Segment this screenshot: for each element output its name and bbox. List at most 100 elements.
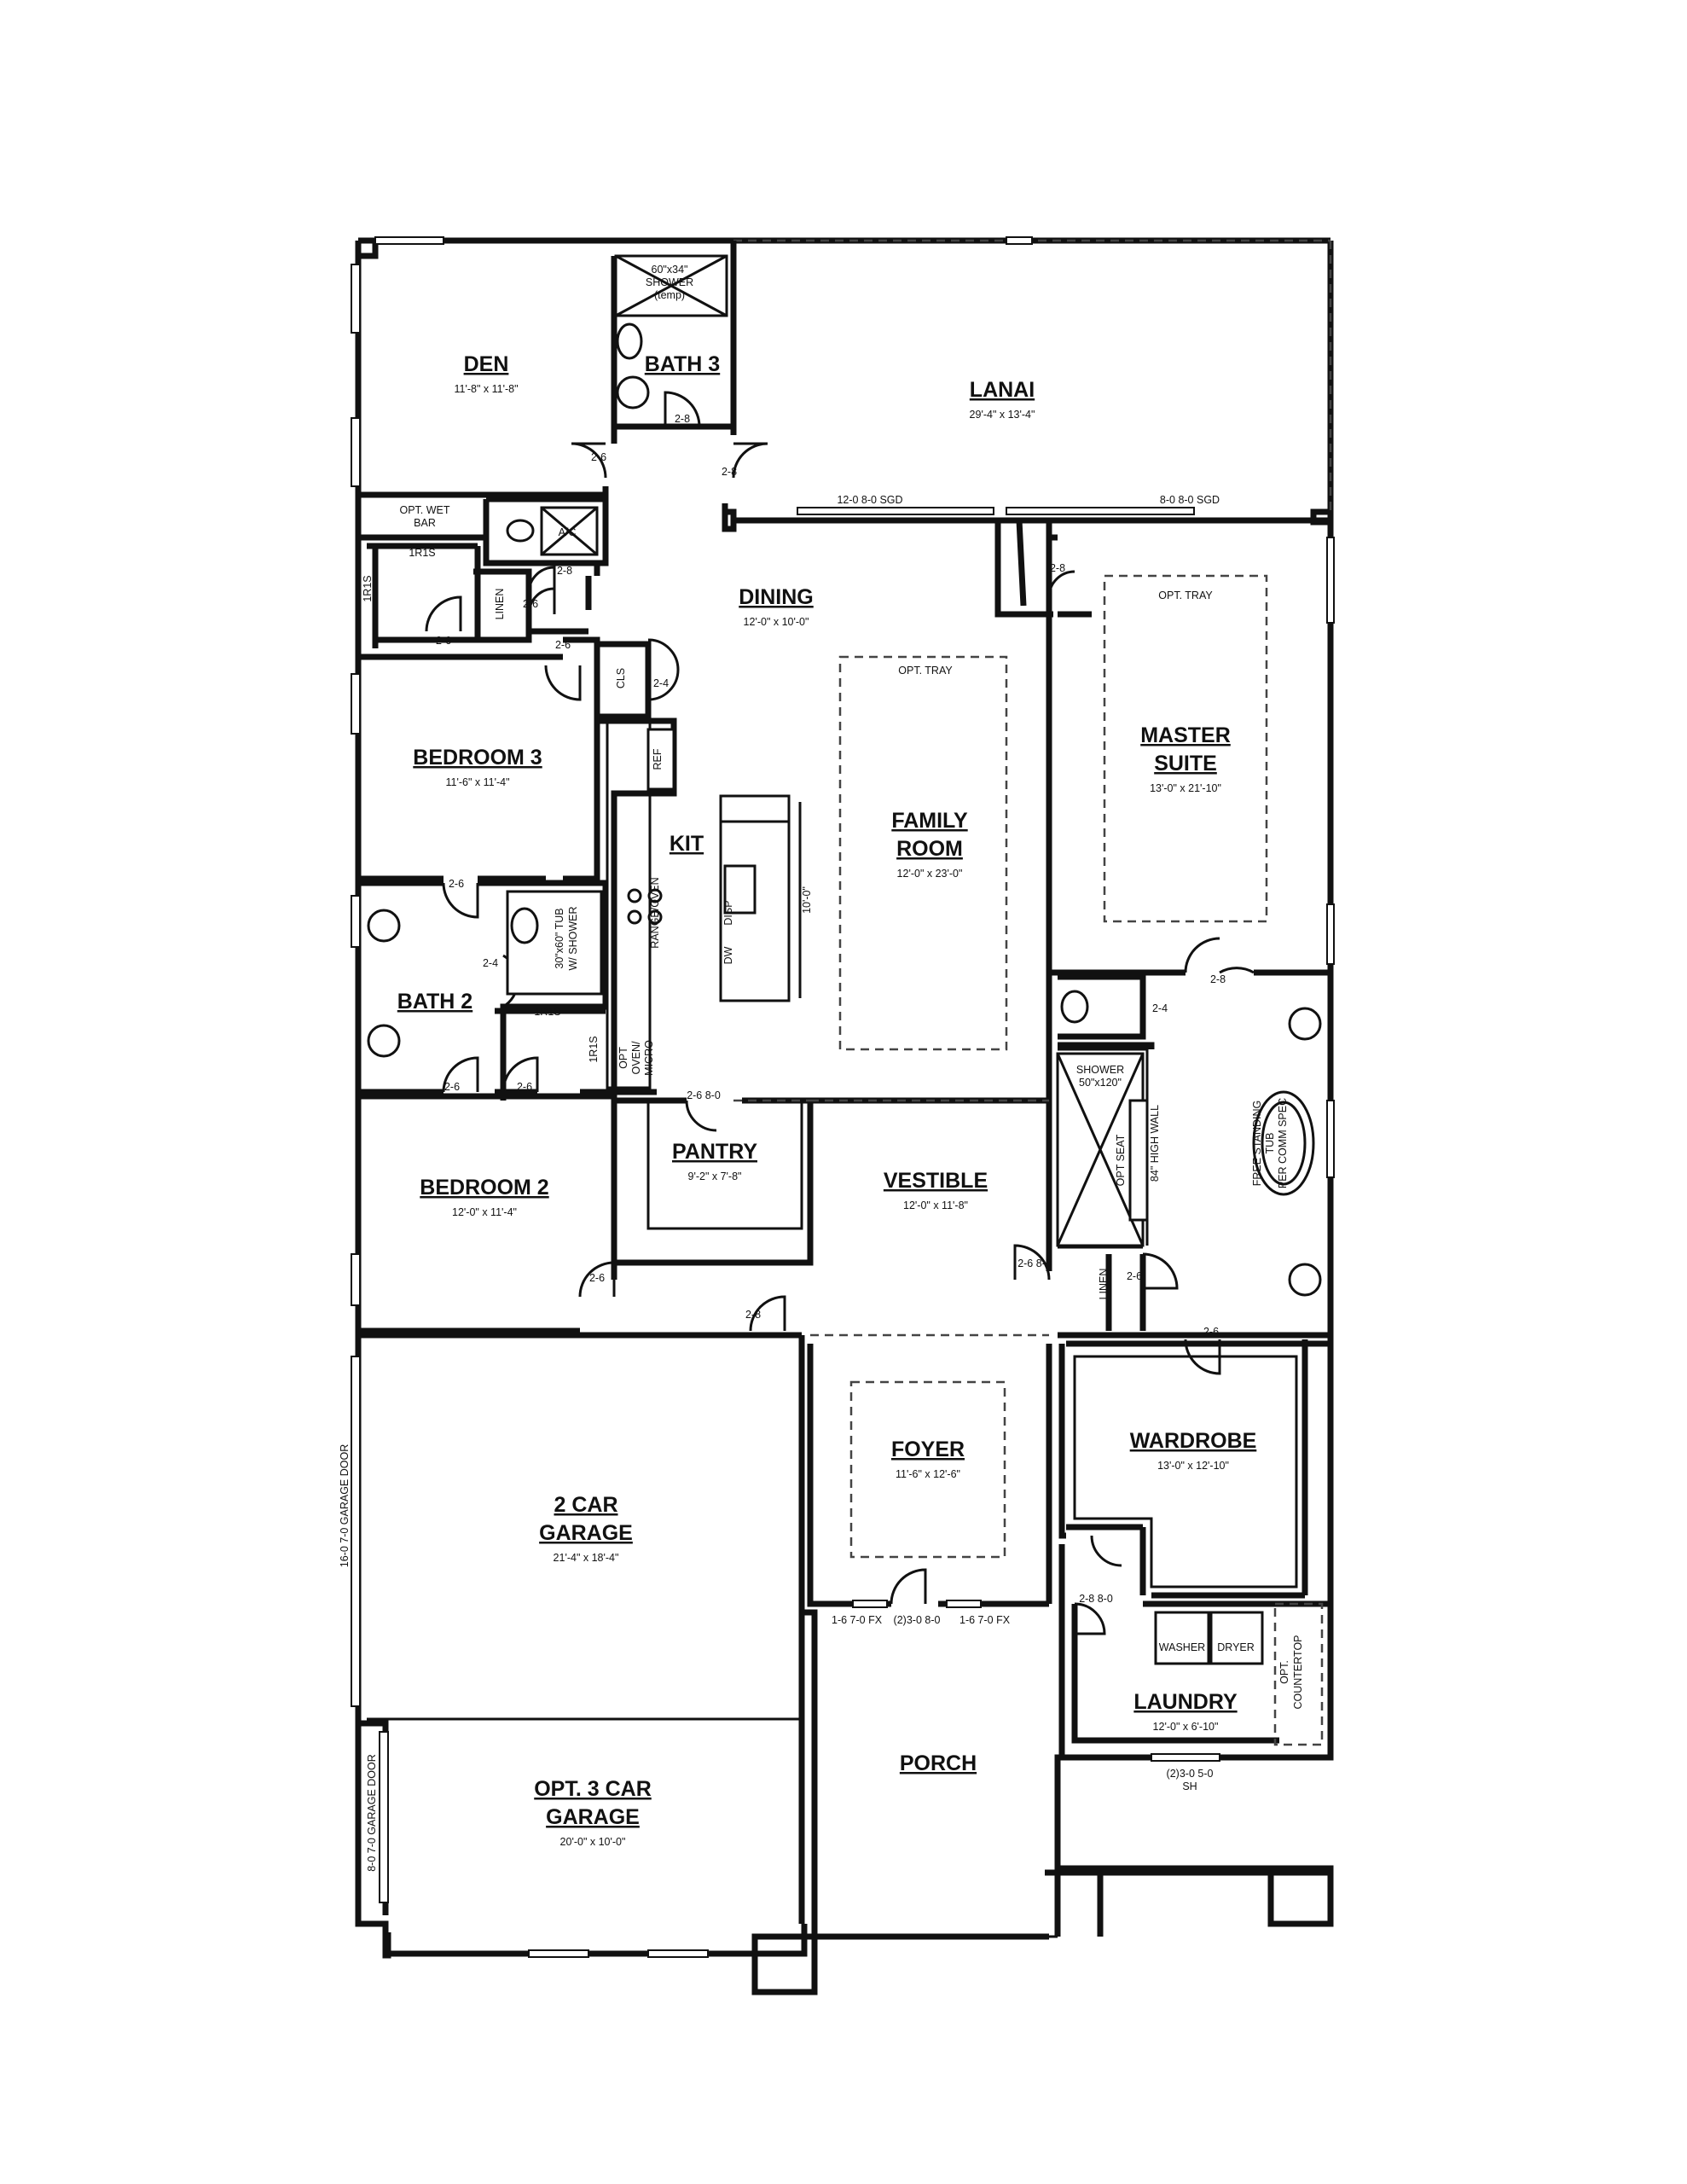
tub-bath2-2: W/ SHOWER — [567, 907, 579, 971]
door-cls: 2-4 — [653, 677, 669, 689]
master-name-1: MASTER — [1140, 723, 1231, 747]
dryer-label: DRYER — [1217, 1641, 1255, 1653]
master-dim: 13'-0" x 21'-10" — [1150, 782, 1221, 794]
room-labels: DEN 11'-8" x 11'-8" BATH 3 LANAI 29'-4" … — [397, 352, 1257, 1848]
door-master-bath: 2-8 — [1210, 973, 1226, 985]
shower-master-1: SHOWER — [1076, 1064, 1124, 1076]
wardrobe-dim: 13'-0" x 12'-10" — [1157, 1460, 1229, 1472]
oven-micro-1: OPT — [617, 1047, 629, 1069]
cls-label: CLS — [615, 668, 627, 688]
ac-label: A/C — [559, 526, 577, 538]
opt-tray-family: OPT. TRAY — [898, 665, 953, 677]
laundry-name: LAUNDRY — [1133, 1690, 1238, 1714]
door-bed2-a: 2-6 — [444, 1081, 460, 1093]
r1s-bath2-v: 1R1S — [588, 1036, 600, 1062]
lanai-dim: 29'-4" x 13'-4" — [970, 409, 1035, 421]
island-dim: 10'-0" — [801, 886, 813, 914]
door-den: 2-6 — [591, 451, 606, 463]
garage-door-opt: 8-0 7-0 GARAGE DOOR — [366, 1754, 378, 1872]
door-bed2: 2-6 — [589, 1272, 605, 1284]
door-garage: 2-8 — [745, 1309, 761, 1321]
door-bed3: 2-6 — [555, 639, 571, 651]
dashed-zones — [838, 574, 1324, 1746]
r1s-bath2: 1R1S — [534, 1006, 560, 1018]
opt-countertop-2: COUNTERTOP — [1292, 1635, 1304, 1709]
shower3-note-3: (temp) — [654, 289, 685, 301]
oven-micro-3: MICRO — [643, 1040, 655, 1076]
disp-label: DISP — [722, 900, 734, 925]
vestible-name: VESTIBLE — [884, 1169, 988, 1193]
laundry-window-1: (2)3-0 5-0 — [1167, 1768, 1214, 1780]
garage2-name-1: 2 CAR — [554, 1493, 617, 1517]
door-linen-1: 2-8 — [557, 565, 572, 577]
annotations: 60"x34" SHOWER (temp) 2-8 2-6 2-8 12-0 8… — [339, 264, 1304, 1872]
opt-seat: OPT SEAT — [1115, 1134, 1127, 1186]
wardrobe-name: WARDROBE — [1130, 1429, 1257, 1453]
foyer-name: FOYER — [891, 1438, 965, 1461]
family-name-1: FAMILY — [891, 809, 968, 833]
door-bed3-closet: 2-6 — [436, 635, 451, 647]
shower3-note-1: 60"x34" — [652, 264, 688, 276]
garage2-dim: 21'-4" x 18'-4" — [554, 1552, 619, 1564]
den-name: DEN — [464, 352, 509, 376]
shower3-note-2: SHOWER — [646, 276, 693, 288]
door-lanai: 2-8 — [722, 466, 737, 478]
bedroom2-dim: 12'-0" x 11'-4" — [452, 1206, 517, 1218]
pantry-dim: 9'-2" x 7'-8" — [688, 1170, 742, 1182]
garage3-name-1: OPT. 3 CAR — [534, 1777, 652, 1801]
garage3-dim: 20'-0" x 10'-0" — [560, 1836, 626, 1848]
door-linen-master: 2-6 — [1127, 1270, 1142, 1282]
door-bath3: 2-8 — [675, 413, 690, 425]
fixtures — [367, 254, 1322, 1665]
bath2-name: BATH 2 — [397, 990, 472, 1014]
laundry-dim: 12'-0" x 6'-10" — [1153, 1721, 1219, 1733]
front-door: (2)3-0 8-0 — [894, 1614, 941, 1626]
family-dim: 12'-0" x 23'-0" — [897, 868, 963, 880]
doors — [425, 391, 1255, 1635]
door-linen-2: 2-6 — [523, 598, 538, 610]
door-pantry: 2-6 8-0 — [687, 1089, 721, 1101]
high-wall: 84" HIGH WALL — [1149, 1105, 1161, 1182]
garage2-name-2: GARAGE — [539, 1521, 633, 1545]
bedroom2-name: BEDROOM 2 — [420, 1176, 548, 1199]
den-dim: 11'-8" x 11'-8" — [454, 383, 518, 395]
r1s-bed3-v: 1R1S — [362, 575, 374, 601]
front-windows-l: 1-6 7-0 FX — [832, 1614, 883, 1626]
washer-label: WASHER — [1159, 1641, 1205, 1653]
wet-bar-1: OPT. WET — [399, 504, 449, 516]
lanai-name: LANAI — [970, 378, 1035, 402]
door-master-wc: 2-4 — [1152, 1002, 1168, 1014]
door-bath2-top: 2-6 — [449, 878, 464, 890]
range-label: RANGE/OVEN — [649, 877, 661, 948]
linen-master: LINEN — [1098, 1269, 1110, 1300]
dining-dim: 12'-0" x 10'-0" — [744, 616, 809, 628]
dw-label: DW — [722, 946, 734, 964]
door-vestible: 2-6 8-0 — [1017, 1258, 1052, 1269]
tub-master-1: FREE STANDING — [1251, 1101, 1263, 1186]
door-bath2-mid: 2-4 — [483, 957, 498, 969]
door-laundry: 2-8 8-0 — [1079, 1593, 1113, 1605]
front-windows-r: 1-6 7-0 FX — [959, 1614, 1011, 1626]
sgd-left: 12-0 8-0 SGD — [837, 494, 902, 506]
family-name-2: ROOM — [896, 837, 963, 861]
r1s-bed3: 1R1S — [409, 547, 435, 559]
opt-tray-master: OPT. TRAY — [1158, 590, 1213, 601]
door-bed2-b: 2-6 — [517, 1081, 532, 1093]
tub-master-2: TUB — [1264, 1133, 1276, 1154]
garage-door-main: 16-0 7-0 GARAGE DOOR — [339, 1444, 351, 1568]
linen-bed3: LINEN — [494, 589, 506, 620]
foyer-dim: 11'-6" x 12'-6" — [896, 1468, 960, 1480]
tub-master-3: PER COMM SPEC — [1277, 1098, 1289, 1188]
opt-countertop-1: OPT. — [1278, 1660, 1290, 1684]
sgd-right: 8-0 8-0 SGD — [1160, 494, 1220, 506]
laundry-window-2: SH — [1182, 1780, 1197, 1792]
ref-label: REF — [652, 748, 664, 770]
bath3-name: BATH 3 — [645, 352, 720, 376]
porch-name: PORCH — [900, 1751, 977, 1775]
shower-master-2: 50"x120" — [1079, 1077, 1122, 1089]
bedroom3-name: BEDROOM 3 — [413, 746, 542, 770]
door-master-closet: 2-8 — [1050, 562, 1065, 574]
oven-micro-2: OVEN/ — [630, 1041, 642, 1074]
windows — [351, 236, 1335, 1958]
